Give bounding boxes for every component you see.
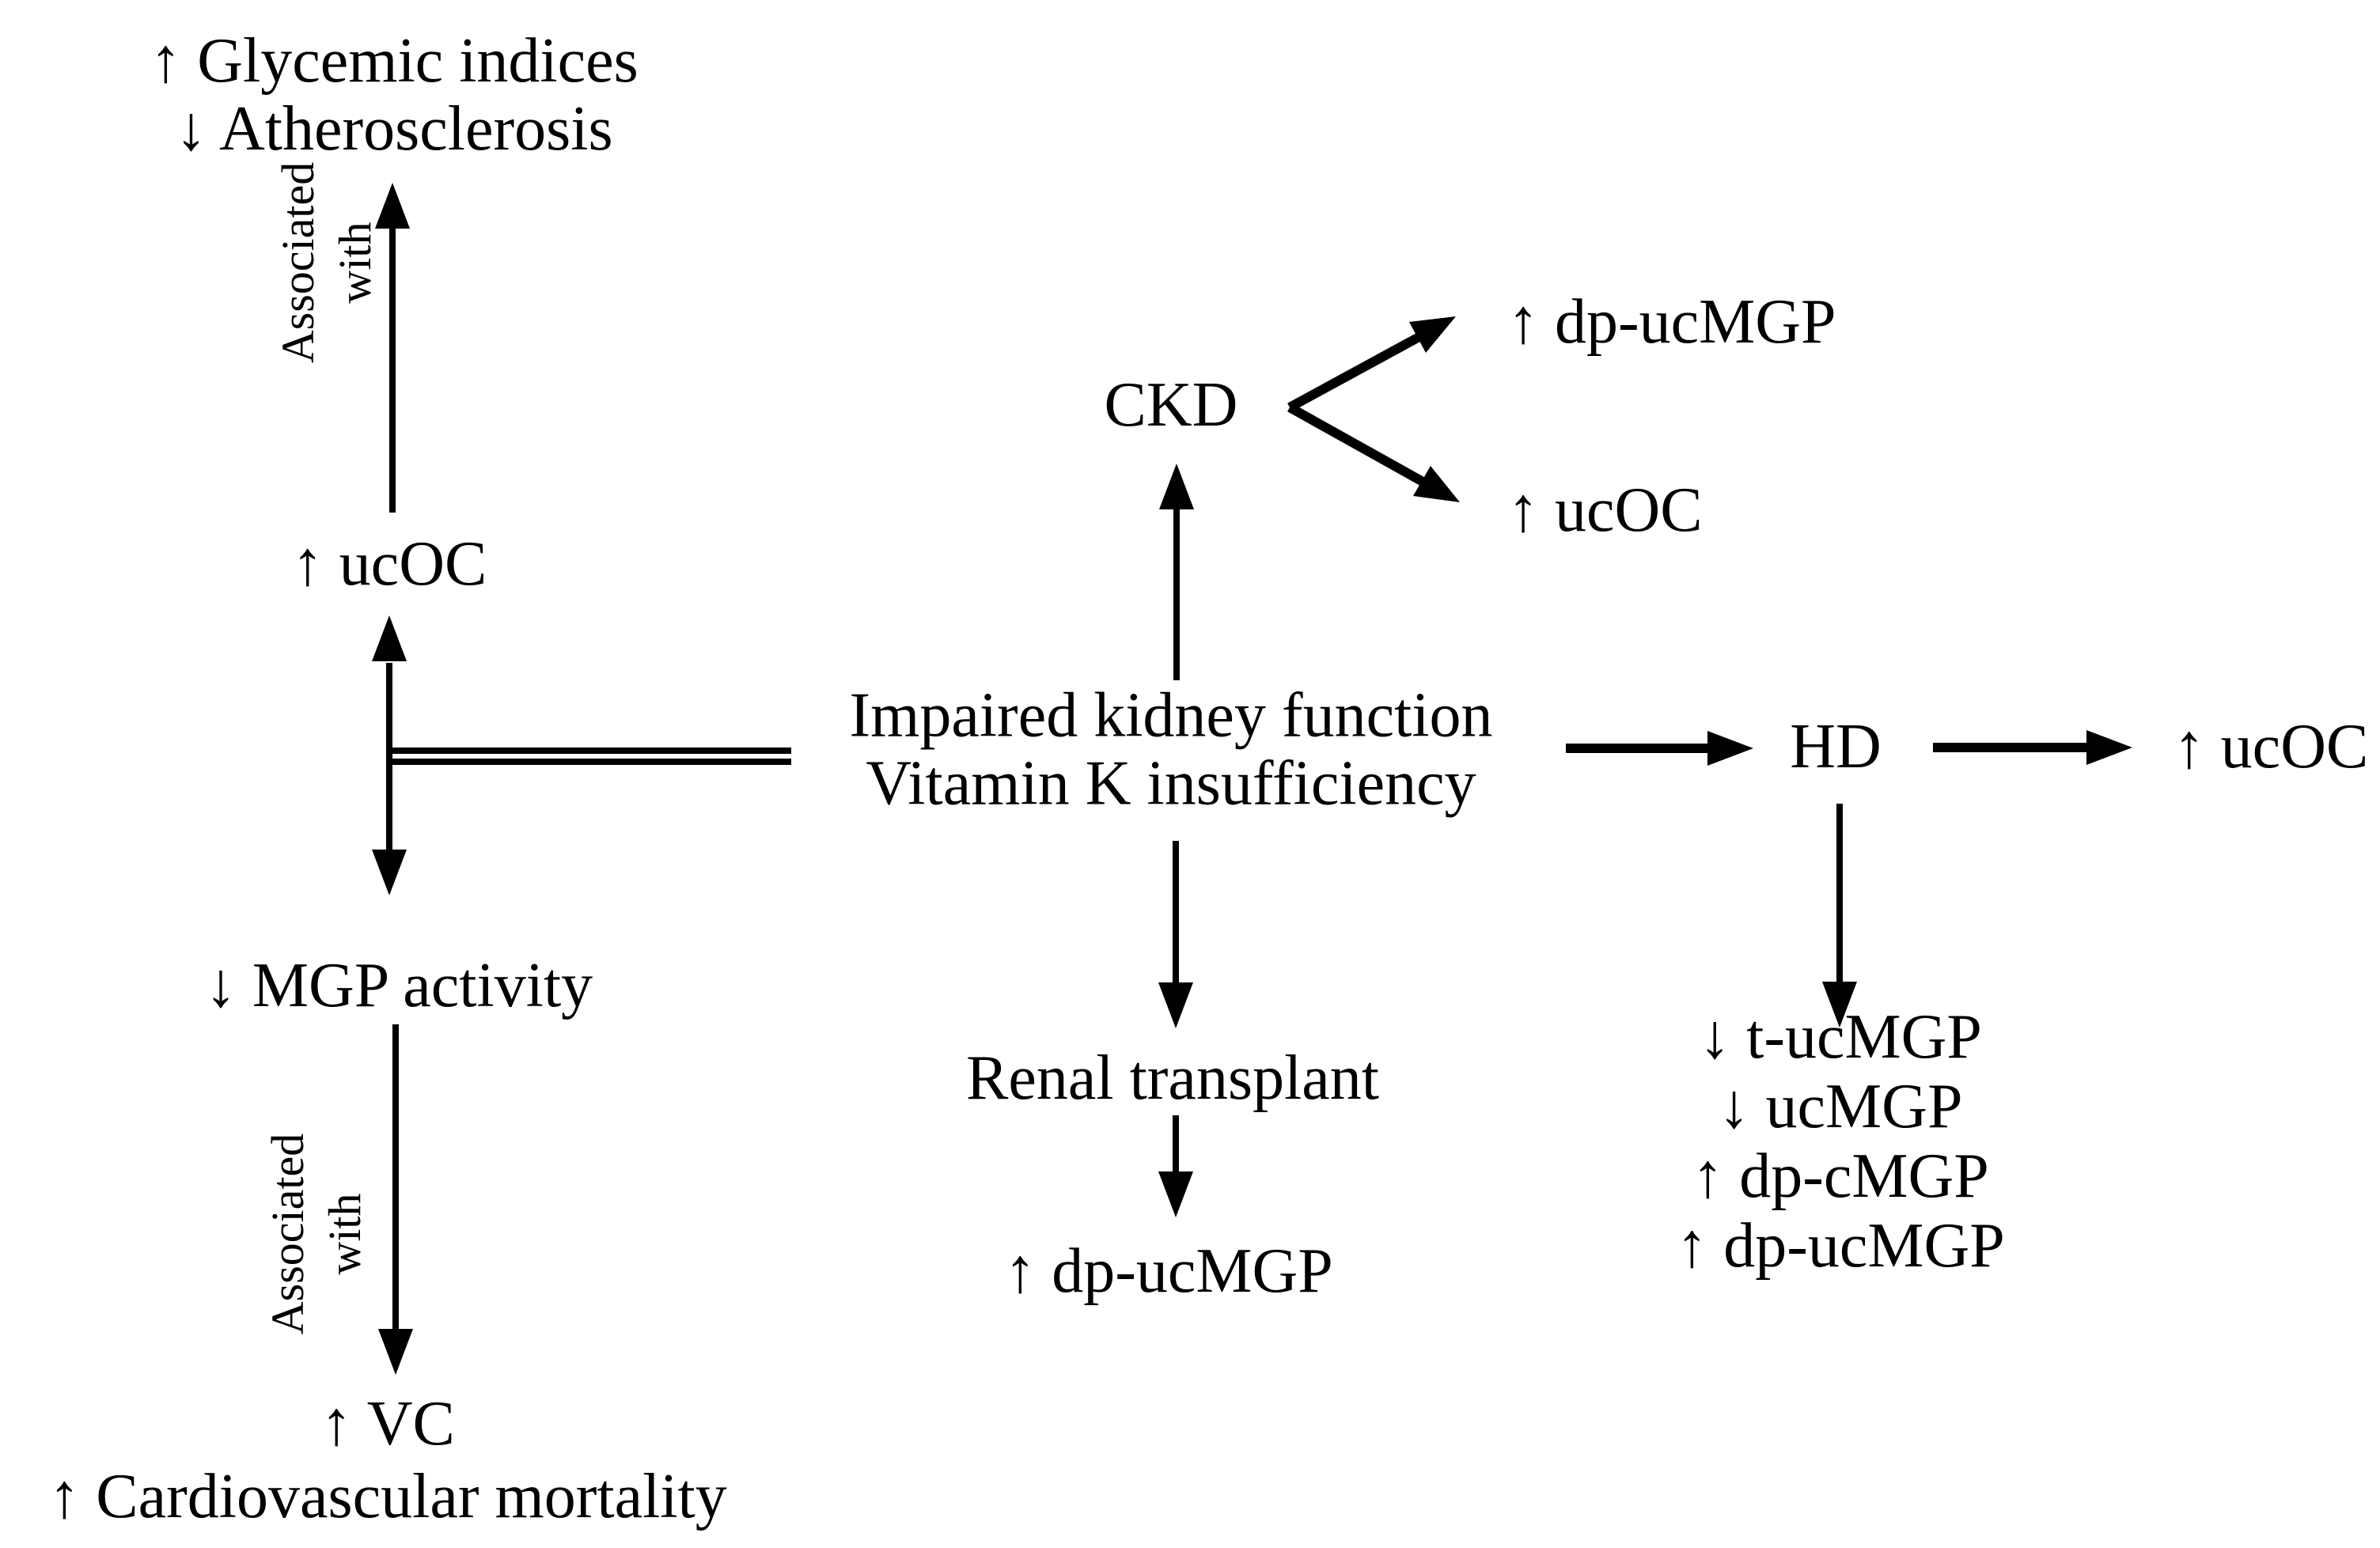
hd-effect-dp-cmgp: ↑ dp-cMGP	[1692, 1141, 1989, 1211]
ucoc-left-label: ↑ ucOC	[291, 529, 487, 599]
with-line: with	[319, 1193, 370, 1275]
arrow-ckd-to-ucoc	[1287, 403, 1460, 502]
arrow-hd-to-effects	[1822, 804, 1857, 1028]
arrow-impaired-to-hd	[1566, 731, 1753, 766]
with-line: with	[329, 221, 381, 304]
hd-effect-ucmgp: ↓ ucMGP	[1718, 1072, 1963, 1141]
arrow-impaired-to-ckd	[1159, 464, 1194, 680]
impaired-kidney-line1: Impaired kidney function	[849, 680, 1493, 751]
double-line-connector	[389, 748, 791, 765]
arrow-ucoc-to-glycemic	[375, 183, 410, 513]
impaired-kidney-line2: Vitamin K insufficiency	[866, 748, 1476, 818]
arrow-hd-to-ucoc	[1933, 730, 2132, 765]
glycemic-indices-label: ↑ Glycemic indices	[150, 26, 639, 96]
arrow-junction-vertical	[372, 615, 407, 895]
associated-line: Associated	[272, 161, 324, 364]
arrow-impaired-to-renal	[1158, 841, 1193, 1028]
hd-effect-dp-ucmgp: ↑ dp-ucMGP	[1676, 1211, 2005, 1281]
ckd-ucoc-label: ↑ ucOC	[1507, 475, 1703, 545]
hd-label: HD	[1790, 712, 1882, 782]
vc-label: ↑ VC	[320, 1389, 455, 1459]
associated-line: Associated	[262, 1133, 314, 1335]
atherosclerosis-label: ↓ Atherosclerosis	[175, 94, 613, 164]
ckd-label: CKD	[1104, 370, 1238, 440]
hd-effect-t-ucmgp: ↓ t-ucMGP	[1699, 1002, 1982, 1072]
hd-ucoc-label: ↑ ucOC	[2173, 712, 2369, 782]
renal-dp-ucmgp-label: ↑ dp-ucMGP	[1004, 1236, 1333, 1306]
renal-transplant-label: Renal transplant	[965, 1043, 1380, 1113]
cardiovascular-mortality-label: ↑ Cardiovascular mortality	[48, 1462, 727, 1531]
mgp-activity-label: ↓ MGP activity	[204, 951, 593, 1020]
arrow-mgp-to-vc	[378, 1024, 413, 1375]
hd-effects-block: ↓ t-ucMGP ↓ ucMGP ↑ dp-cMGP ↑ dp-ucMGP	[1676, 1002, 2005, 1281]
associated-with-label-top: Associated with	[270, 162, 384, 364]
ckd-dp-ucmgp-label: ↑ dp-ucMGP	[1507, 287, 1836, 357]
impaired-kidney-block: Impaired kidney function Vitamin K insuf…	[849, 682, 1492, 817]
arrow-renal-to-dp-ucmgp	[1158, 1115, 1193, 1217]
arrow-ckd-to-dp-ucmgp	[1287, 316, 1456, 412]
associated-with-label-bottom: Associated with	[260, 1134, 373, 1335]
